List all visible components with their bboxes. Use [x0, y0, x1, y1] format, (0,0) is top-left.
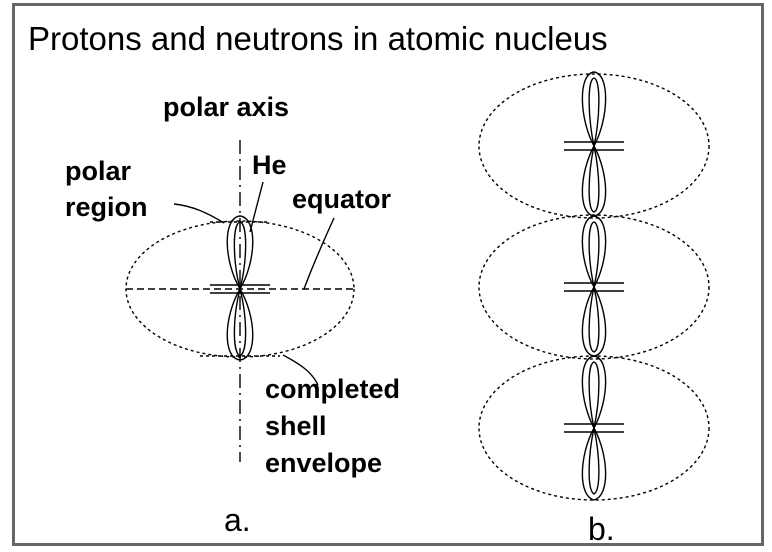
envelope-leader: [282, 354, 319, 386]
chain-lobe-1: [581, 71, 607, 148]
panel-b-label: b.: [588, 511, 615, 547]
completed-label-line1: completed: [265, 374, 401, 404]
chain-lobe-3: [581, 215, 607, 289]
he-lobe-lower: [226, 287, 254, 361]
he-lobe-lower-inner: [233, 288, 247, 357]
panel-a-drawing: [125, 140, 356, 462]
chain-lobe-6-inner: [588, 427, 600, 495]
shell-envelope-1: [478, 73, 710, 219]
chain-lobe-2: [581, 144, 607, 217]
chain-lobe-3-inner: [588, 221, 600, 288]
he-lobe-upper-inner: [233, 221, 247, 290]
completed-label-line2: shell: [265, 411, 327, 441]
diagram-border: [12, 3, 764, 546]
he-leader: [249, 181, 264, 233]
polar-region-label-line1: polar: [65, 156, 132, 186]
shell-envelope-2: [478, 214, 710, 360]
chain-lobe-5-inner: [588, 361, 600, 429]
chain-lobe-6: [581, 426, 607, 501]
he-lobe-upper: [226, 215, 254, 291]
chain-lobe-2-inner: [588, 145, 600, 213]
polar-axis-label: polar axis: [163, 92, 290, 122]
polar-region-label-line2: region: [65, 192, 148, 222]
he-label: He: [252, 150, 287, 180]
equator-label: equator: [292, 184, 392, 214]
diagram-title: Protons and neutrons in atomic nucleus: [28, 20, 608, 57]
panel-a-label: a.: [224, 502, 251, 538]
equator-leader: [303, 217, 335, 290]
chain-lobe-1-inner: [588, 77, 600, 147]
chain-lobe-5: [581, 355, 607, 430]
chain-lobe-4: [581, 285, 607, 357]
polar-region-leader: [173, 203, 225, 224]
completed-label-line3: envelope: [265, 448, 383, 478]
chain-lobe-4-inner: [588, 286, 600, 353]
panel-b-drawing: [478, 71, 710, 501]
